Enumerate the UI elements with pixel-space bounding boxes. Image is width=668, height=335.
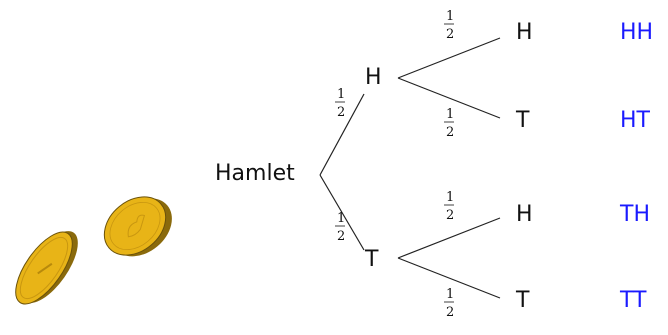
- branch-root-t: [319, 174, 365, 251]
- root-label: Hamlet: [215, 161, 295, 186]
- branch-root-h: [319, 93, 365, 176]
- node-t1: T: [364, 247, 379, 272]
- prob-t-h: 1 2: [444, 190, 454, 223]
- prob-denominator: 2: [446, 208, 454, 223]
- prob-denominator: 2: [446, 125, 454, 140]
- prob-h-h: 1 2: [444, 9, 454, 42]
- branch-h-h: [397, 37, 501, 79]
- branch-t-t: [397, 257, 501, 299]
- prob-numerator: 1: [446, 287, 454, 302]
- prob-denominator: 2: [446, 305, 454, 320]
- node-ht: T: [515, 108, 530, 133]
- node-hh: H: [516, 20, 533, 45]
- prob-numerator: 1: [446, 9, 454, 24]
- coin-right-icon: [103, 196, 172, 257]
- prob-numerator: 1: [446, 107, 454, 122]
- coin-left-icon: [15, 231, 78, 305]
- outcome-tt: TT: [619, 288, 647, 313]
- prob-h-t: 1 2: [444, 107, 454, 140]
- prob-numerator: 1: [446, 190, 454, 205]
- prob-root-t: 1 2: [335, 211, 345, 244]
- prob-numerator: 1: [337, 211, 345, 226]
- node-th: H: [516, 202, 533, 227]
- prob-root-h: 1 2: [335, 87, 345, 120]
- outcome-th: TH: [619, 202, 650, 227]
- prob-denominator: 2: [337, 229, 345, 244]
- outcome-hh: HH: [620, 20, 653, 45]
- tree-branches: [319, 37, 501, 299]
- prob-denominator: 2: [446, 27, 454, 42]
- outcome-ht: HT: [620, 108, 651, 133]
- prob-numerator: 1: [337, 87, 345, 102]
- branch-h-t: [397, 77, 501, 119]
- node-h1: H: [365, 65, 382, 90]
- coins-illustration: [15, 196, 172, 305]
- prob-t-t: 1 2: [444, 287, 454, 320]
- node-tt: T: [515, 288, 530, 313]
- outcomes-column: HH HT TH TT: [619, 20, 653, 313]
- branch-t-h: [397, 217, 501, 259]
- prob-denominator: 2: [337, 105, 345, 120]
